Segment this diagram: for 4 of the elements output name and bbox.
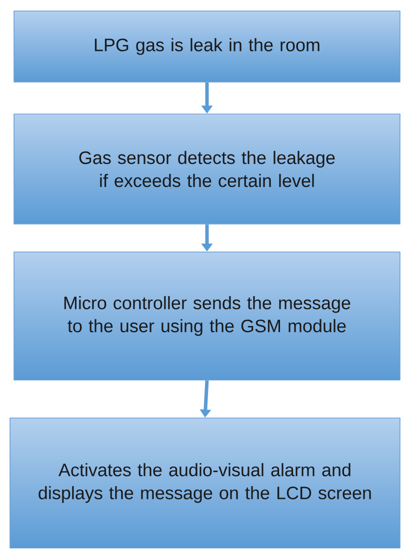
process-box: Gas sensor detects the leakage if exceeds the certain level bbox=[14, 114, 400, 224]
process-box: Activates the audio-visual alarm and displays the message on the LCD screen bbox=[10, 418, 400, 548]
process-box: Micro controller sends the message to the user using the GSM module bbox=[14, 252, 400, 380]
process-box: LPG gas is leak in the room bbox=[14, 10, 400, 82]
